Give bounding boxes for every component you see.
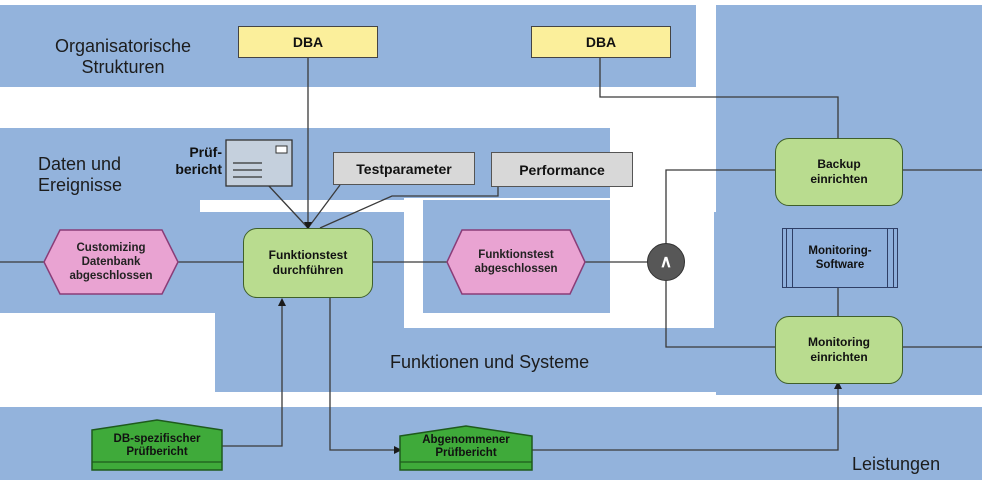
edge-pruef-funktionstest: [267, 184, 309, 229]
data-performance[interactable]: Performance: [491, 152, 633, 187]
data-testparameter[interactable]: Testparameter: [333, 152, 475, 185]
lane-label-data: Daten und Ereignisse: [38, 154, 123, 195]
edge-and-monitoring: [665, 281, 775, 348]
and-connector[interactable]: ∧: [647, 243, 685, 281]
product-abgenommener-pruefbericht[interactable]: Abgenommener Prüfbericht: [422, 434, 510, 459]
lane-label-functions: Funktionen und Systeme: [390, 352, 590, 372]
edge-testparameter-funktionstest: [307, 184, 341, 229]
product-abgenommener-shape: [399, 425, 533, 471]
arrow-monitoring: [834, 381, 842, 389]
function-monitoring[interactable]: Monitoring einrichten: [775, 316, 903, 384]
system-monitoring-software[interactable]: Monitoring- Software: [782, 228, 898, 288]
event-funktionstest-shape: [446, 229, 586, 295]
arrow-funktionstest-top: [304, 222, 312, 230]
role-dba-right[interactable]: DBA: [531, 26, 671, 58]
edge-dbpruef-funktionstest: [222, 302, 283, 447]
event-customizing-shape: [43, 229, 179, 295]
edge-and-backup: [665, 169, 775, 244]
product-db-pruefbericht-shape: [91, 419, 223, 471]
function-funktionstest[interactable]: Funktionstest durchführen: [243, 228, 373, 298]
pruefbericht-label: Prüf- bericht: [175, 144, 222, 177]
event-funktionstest-abgeschlossen[interactable]: Funktionstest abgeschlossen: [474, 249, 558, 275]
product-db-pruefbericht[interactable]: DB-spezifischer Prüfbericht: [113, 433, 201, 458]
lane-label-services: Leistungen: [852, 454, 941, 474]
lane-label-org: Organisatorische Strukturen: [54, 36, 192, 77]
arrow-dbpruef: [278, 298, 286, 306]
edge-dba-backup: [599, 58, 839, 138]
edge-funktionstest-abgenommen: [329, 298, 400, 451]
white-gap-top: [200, 200, 423, 212]
arrow-abgenommen: [394, 446, 402, 454]
function-backup[interactable]: Backup einrichten: [775, 138, 903, 206]
document-icon: [225, 139, 293, 187]
edge-abgenommen-monitoring: [532, 385, 839, 451]
role-dba-left[interactable]: DBA: [238, 26, 378, 58]
event-customizing[interactable]: Customizing Datenbank abgeschlossen: [69, 242, 153, 282]
edge-performance-funktionstest: [319, 187, 499, 229]
